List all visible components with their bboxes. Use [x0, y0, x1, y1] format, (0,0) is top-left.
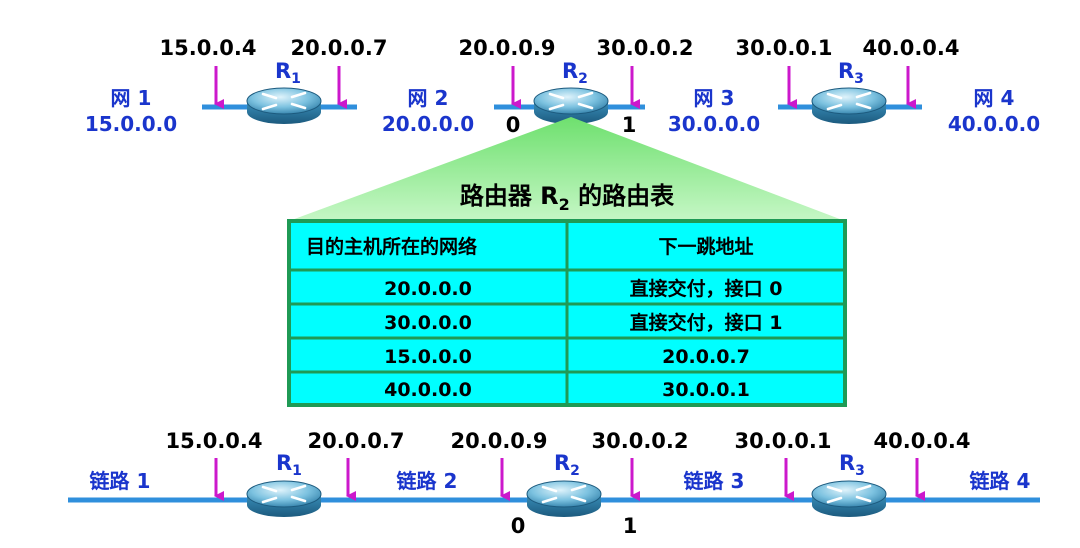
router-icon: [526, 480, 602, 517]
table-cell-destination: 30.0.0.0: [384, 312, 472, 334]
router-1-name: R1: [275, 59, 301, 87]
router-icon: [246, 480, 322, 517]
table-cell-next-hop: 直接交付，接口 1: [630, 311, 783, 334]
router-2-interface-1: 1: [623, 514, 638, 538]
link-3-label: 链路 3: [684, 469, 745, 493]
router-3-right-ip: 40.0.0.4: [863, 36, 960, 60]
table-header-next-hop: 下一跳地址: [658, 235, 753, 258]
network-3-address: 30.0.0.0: [668, 112, 760, 136]
link-2-label: 链路 2: [397, 469, 458, 493]
router-2-interface-0: 0: [506, 113, 521, 137]
network-2-name: 网 2: [408, 86, 449, 110]
table-cell-next-hop: 直接交付，接口 0: [630, 277, 783, 300]
network-3-name: 网 3: [694, 86, 735, 110]
callout-fan: [289, 117, 845, 221]
link-4-label: 链路 4: [970, 469, 1031, 493]
network-2-address: 20.0.0.0: [382, 112, 474, 136]
router-3-right-ip: 40.0.0.4: [874, 429, 971, 453]
router-1-name: R1: [276, 451, 302, 479]
router-icon: [533, 87, 609, 124]
router-icon: [811, 87, 887, 124]
network-4-address: 40.0.0.0: [948, 112, 1040, 136]
router-2-interface-1: 1: [622, 113, 637, 137]
router-2-name: R2: [554, 451, 580, 479]
table-cell-destination: 15.0.0.0: [384, 346, 472, 368]
table-cell-destination: 40.0.0.0: [384, 379, 472, 401]
table-cell-destination: 20.0.0.0: [384, 278, 472, 300]
router-1-right-ip: 20.0.0.7: [308, 429, 405, 453]
network-1-address: 15.0.0.0: [85, 112, 177, 136]
routing-table-callout: 路由器 R2 的路由表 目的主机所在的网络 下一跳地址 20.0.0.0 直接交…: [287, 117, 847, 407]
router-1-right-ip: 20.0.0.7: [291, 36, 388, 60]
link-1-label: 链路 1: [90, 469, 151, 493]
router-2-right-ip: 30.0.0.2: [592, 429, 689, 453]
router-icon: [246, 87, 322, 124]
router-1-left-ip: 15.0.0.4: [160, 36, 257, 60]
router-3-left-ip: 30.0.0.1: [735, 429, 832, 453]
router-2-left-ip: 20.0.0.9: [459, 36, 556, 60]
table-header-destination: 目的主机所在的网络: [306, 235, 477, 258]
network-1-name: 网 1: [111, 86, 152, 110]
router-2-interface-0: 0: [511, 514, 526, 538]
top-network-diagram: 15.0.0.4 20.0.0.7 20.0.0.9 30.0.0.2 30.0…: [85, 36, 1040, 137]
router-3-name: R3: [838, 59, 864, 87]
bottom-link-diagram: 15.0.0.4 20.0.0.7 20.0.0.9 30.0.0.2 30.0…: [68, 429, 1040, 538]
router-2-right-ip: 30.0.0.2: [597, 36, 694, 60]
router-2-left-ip: 20.0.0.9: [451, 429, 548, 453]
network-4-name: 网 4: [974, 86, 1015, 110]
router-3-left-ip: 30.0.0.1: [736, 36, 833, 60]
router-icon: [811, 480, 887, 517]
router-3-name: R3: [839, 451, 865, 479]
table-cell-next-hop: 30.0.0.1: [662, 379, 750, 401]
table-cell-next-hop: 20.0.0.7: [662, 346, 750, 368]
router-1-left-ip: 15.0.0.4: [166, 429, 263, 453]
routing-table-title: 路由器 R2 的路由表: [460, 182, 675, 214]
router-2-name: R2: [562, 59, 588, 87]
